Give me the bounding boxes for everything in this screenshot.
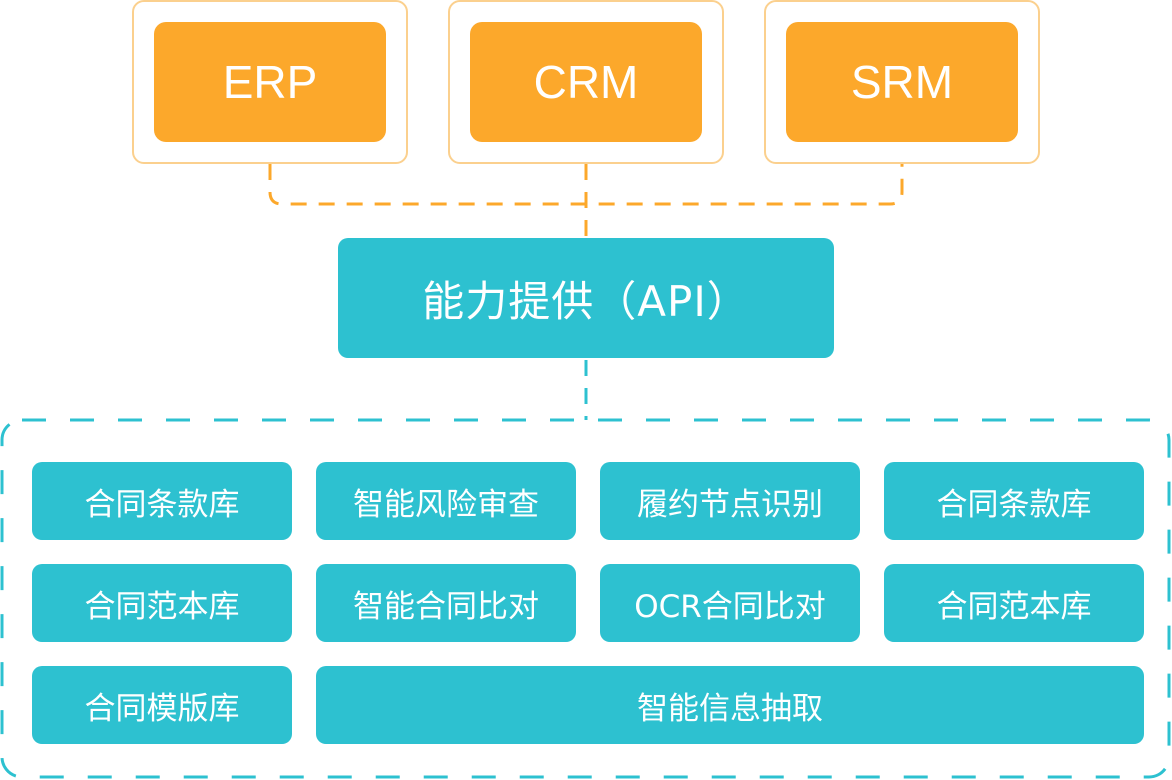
capability-info-extraction[interactable]: 智能信息抽取 — [316, 666, 1144, 744]
capability-label: OCR合同比对 — [634, 588, 826, 625]
capability-label: 智能信息抽取 — [637, 690, 823, 727]
capability-label: 合同范本库 — [84, 588, 240, 625]
srm-box[interactable]: SRM — [786, 22, 1018, 142]
capability-label: 智能风险审查 — [353, 486, 539, 523]
capability-milestone-recognition[interactable]: 履约节点识别 — [600, 462, 860, 540]
capability-label: 合同条款库 — [84, 486, 240, 523]
capability-template-library[interactable]: 合同范本库 — [32, 564, 292, 642]
srm-label: SRM — [850, 56, 954, 108]
capability-smart-compare[interactable]: 智能合同比对 — [316, 564, 576, 642]
capability-template-library-2[interactable]: 合同范本库 — [884, 564, 1144, 642]
erp-box[interactable]: ERP — [154, 22, 386, 142]
capability-model-library[interactable]: 合同模版库 — [32, 666, 292, 744]
capability-label: 合同条款库 — [936, 486, 1092, 523]
api-box[interactable]: 能力提供（API） — [338, 238, 834, 358]
erp-label: ERP — [222, 56, 318, 108]
capability-label: 合同范本库 — [936, 588, 1092, 625]
capability-label: 合同模版库 — [84, 690, 240, 727]
capability-label: 智能合同比对 — [353, 588, 539, 625]
capability-risk-review[interactable]: 智能风险审查 — [316, 462, 576, 540]
capability-clause-library[interactable]: 合同条款库 — [32, 462, 292, 540]
capability-ocr-compare[interactable]: OCR合同比对 — [600, 564, 860, 642]
api-label: 能力提供（API） — [422, 276, 750, 326]
capabilities-container — [0, 418, 1171, 779]
capability-clause-library-2[interactable]: 合同条款库 — [884, 462, 1144, 540]
crm-box[interactable]: CRM — [470, 22, 702, 142]
capability-label: 履约节点识别 — [637, 486, 823, 523]
crm-label: CRM — [533, 56, 639, 108]
